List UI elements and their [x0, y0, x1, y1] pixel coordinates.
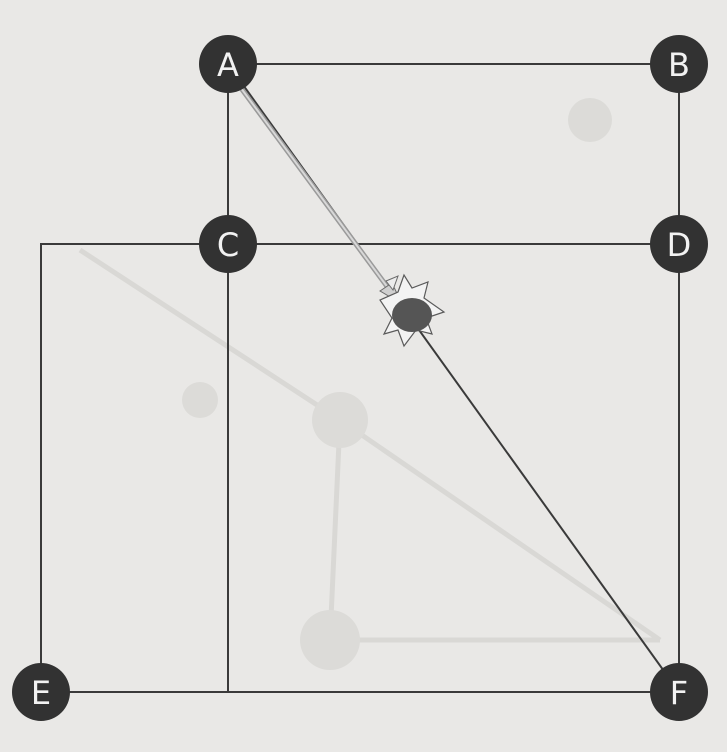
arrow-icon: [238, 84, 402, 304]
nodes-group: A B C D E F: [12, 35, 708, 721]
node-label: C: [217, 226, 239, 264]
node-label: E: [31, 674, 51, 712]
node-b: B: [650, 35, 708, 93]
node-f: F: [650, 663, 708, 721]
node-label: A: [217, 46, 239, 84]
node-d: D: [650, 215, 708, 273]
node-label: D: [667, 226, 692, 264]
node-c: C: [199, 215, 257, 273]
node-label: F: [670, 674, 688, 712]
edges-group: [41, 64, 679, 692]
node-label: B: [668, 46, 690, 84]
node-a: A: [199, 35, 257, 93]
node-e: E: [12, 663, 70, 721]
edge-c-e: [41, 244, 228, 692]
background-texture: [80, 98, 660, 670]
